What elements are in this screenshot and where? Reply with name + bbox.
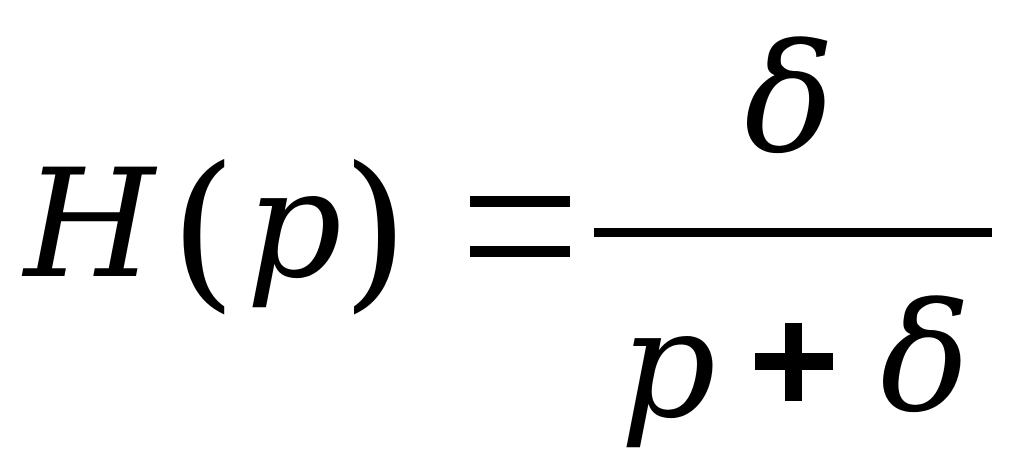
equals-sign — [470, 196, 570, 260]
denominator-p: p — [620, 278, 717, 452]
close-parenthesis: ) — [342, 131, 409, 329]
equals-bottom-bar — [470, 246, 570, 257]
open-parenthesis: ( — [170, 131, 237, 329]
denominator-delta: δ — [880, 272, 971, 446]
function-name-H: H — [24, 138, 155, 312]
plus-vertical — [785, 323, 802, 401]
fraction-bar — [594, 228, 992, 237]
equals-top-bar — [470, 196, 570, 207]
plus-sign — [755, 323, 833, 401]
numerator-delta: δ — [744, 13, 835, 187]
argument-p: p — [246, 138, 343, 312]
